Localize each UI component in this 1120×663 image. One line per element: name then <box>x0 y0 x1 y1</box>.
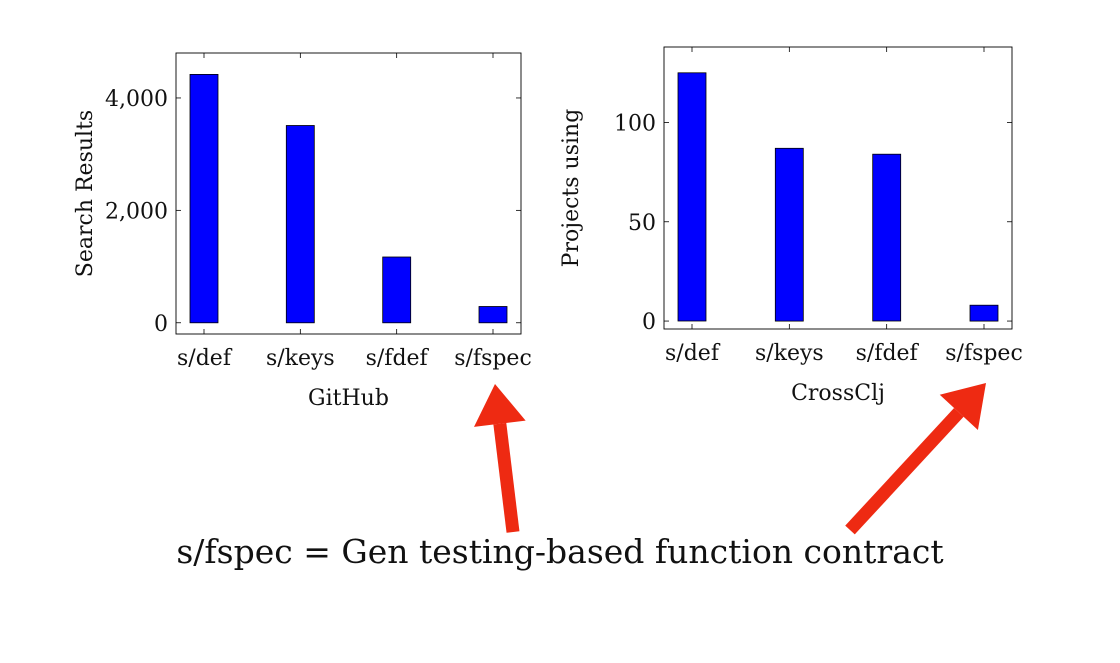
y-tick-label: 0 <box>154 312 168 337</box>
annotation-caption: s/fspec = Gen testing-based function con… <box>176 532 944 571</box>
chart-github: s/def s/keys s/fdef s/fspec 0 2,000 4,000GitHu… <box>73 52 532 411</box>
y-tick-label: 4,000 <box>105 87 168 112</box>
arrow-head <box>939 383 986 431</box>
bar-s-keys <box>285 125 315 324</box>
plot-frame <box>175 52 522 335</box>
arrow-to-github-fspec <box>474 384 526 533</box>
x-tick-label: s/keys <box>755 341 824 366</box>
y-tick-label: 2,000 <box>105 199 168 224</box>
annotation-arrows <box>474 383 986 535</box>
y-axis-title: Search Results <box>73 110 98 277</box>
arrow-shaft <box>845 407 964 535</box>
y-tick-label: 0 <box>642 310 656 335</box>
y-tick-label: 50 <box>628 211 656 236</box>
arrow-head <box>474 384 526 427</box>
arrow-to-crossclj-fspec <box>845 383 986 535</box>
bar-s-keys <box>774 147 804 322</box>
bar-s-def <box>677 72 707 322</box>
bar-s-fspec <box>969 304 999 322</box>
bar-s-fspec <box>478 306 508 324</box>
x-axis-title: CrossClj <box>791 381 885 406</box>
bar-s-fdef <box>382 256 412 324</box>
x-tick-label: s/def <box>177 346 233 371</box>
x-tick-label: s/fdef <box>856 341 920 366</box>
plot-frame <box>663 46 1013 330</box>
bar-s-def <box>189 74 219 324</box>
x-tick-label: s/fspec <box>945 341 1023 366</box>
x-tick-label: s/def <box>665 341 721 366</box>
y-tick-label: 100 <box>614 111 656 136</box>
x-tick-label: s/fspec <box>454 346 532 371</box>
x-axis-title: GitHub <box>308 386 389 411</box>
x-tick-label: s/keys <box>266 346 335 371</box>
arrow-shaft <box>493 422 520 533</box>
y-axis-title: Projects using <box>559 109 584 268</box>
bar-s-fdef <box>872 153 902 322</box>
x-tick-label: s/fdef <box>366 346 430 371</box>
